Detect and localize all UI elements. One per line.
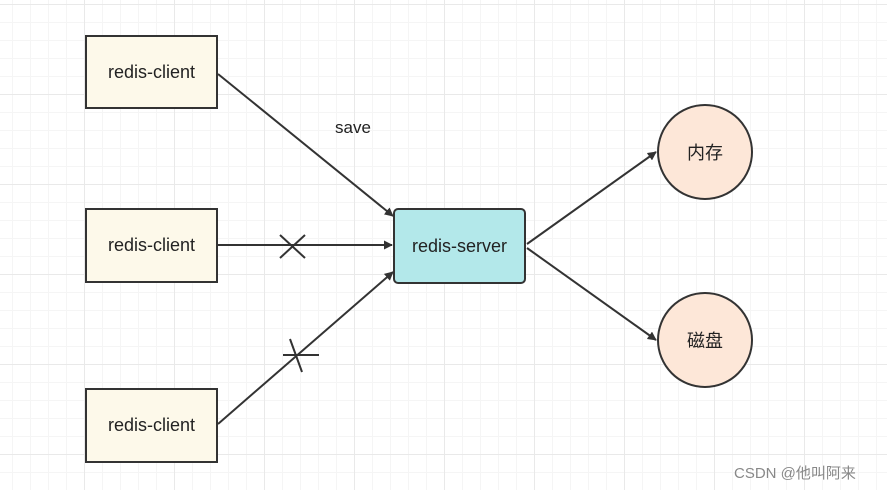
memory-label: 内存 xyxy=(687,143,723,163)
disk-node: 磁盘 xyxy=(657,292,753,388)
edge-client1-to-server xyxy=(217,73,394,217)
redis-client-node-1: redis-client xyxy=(85,35,218,109)
memory-node: 内存 xyxy=(657,104,753,200)
redis-client-label: redis-client xyxy=(107,61,196,82)
redis-server-node: redis-server xyxy=(393,208,526,284)
edge-client3-to-server xyxy=(217,271,394,425)
edge-server-to-memory xyxy=(526,151,657,245)
save-edge-label: save xyxy=(335,118,371,137)
edge-server-to-disk xyxy=(526,247,657,341)
blocked-mark-client3 xyxy=(289,338,303,373)
redis-client-node-3: redis-client xyxy=(85,388,218,463)
redis-server-label: redis-server xyxy=(411,235,508,256)
redis-client-label: redis-client xyxy=(107,235,196,255)
watermark-text: CSDN @他叫阿来 xyxy=(734,465,856,482)
blocked-mark-client2 xyxy=(279,234,306,259)
disk-label: 磁盘 xyxy=(687,331,723,351)
redis-client-label: redis-client xyxy=(107,415,196,435)
redis-client-node-2: redis-client xyxy=(85,208,218,283)
